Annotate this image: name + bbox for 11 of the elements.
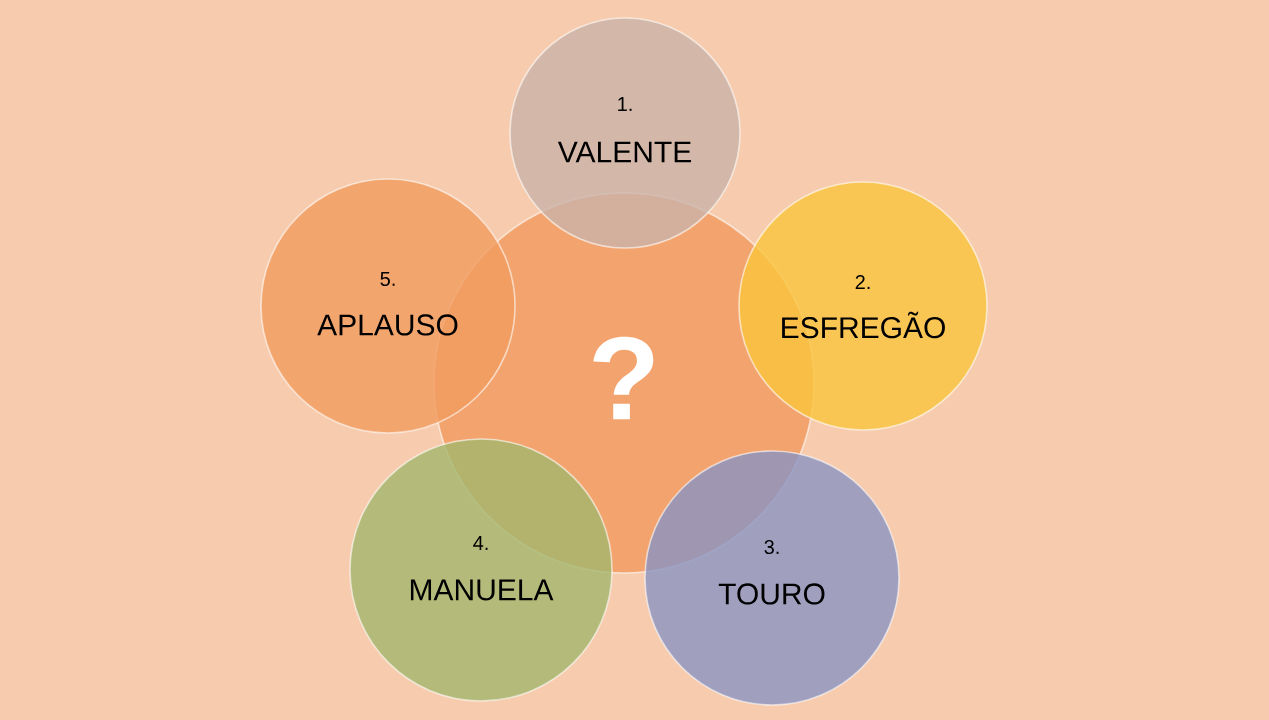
word-label: APLAUSO [317,314,458,336]
word-label: VALENTE [557,141,691,163]
word-label: ESFREGÃO [782,311,945,339]
word-label: MANUELA [410,579,554,601]
word-label: TOURO [718,583,825,605]
number-label: 4. [473,536,488,550]
number-label: 5. [380,272,395,286]
number-label: 1. [618,97,632,111]
question-mark: ? [593,336,654,420]
number-label: 3. [764,539,779,555]
number-label: 2. [855,275,870,289]
